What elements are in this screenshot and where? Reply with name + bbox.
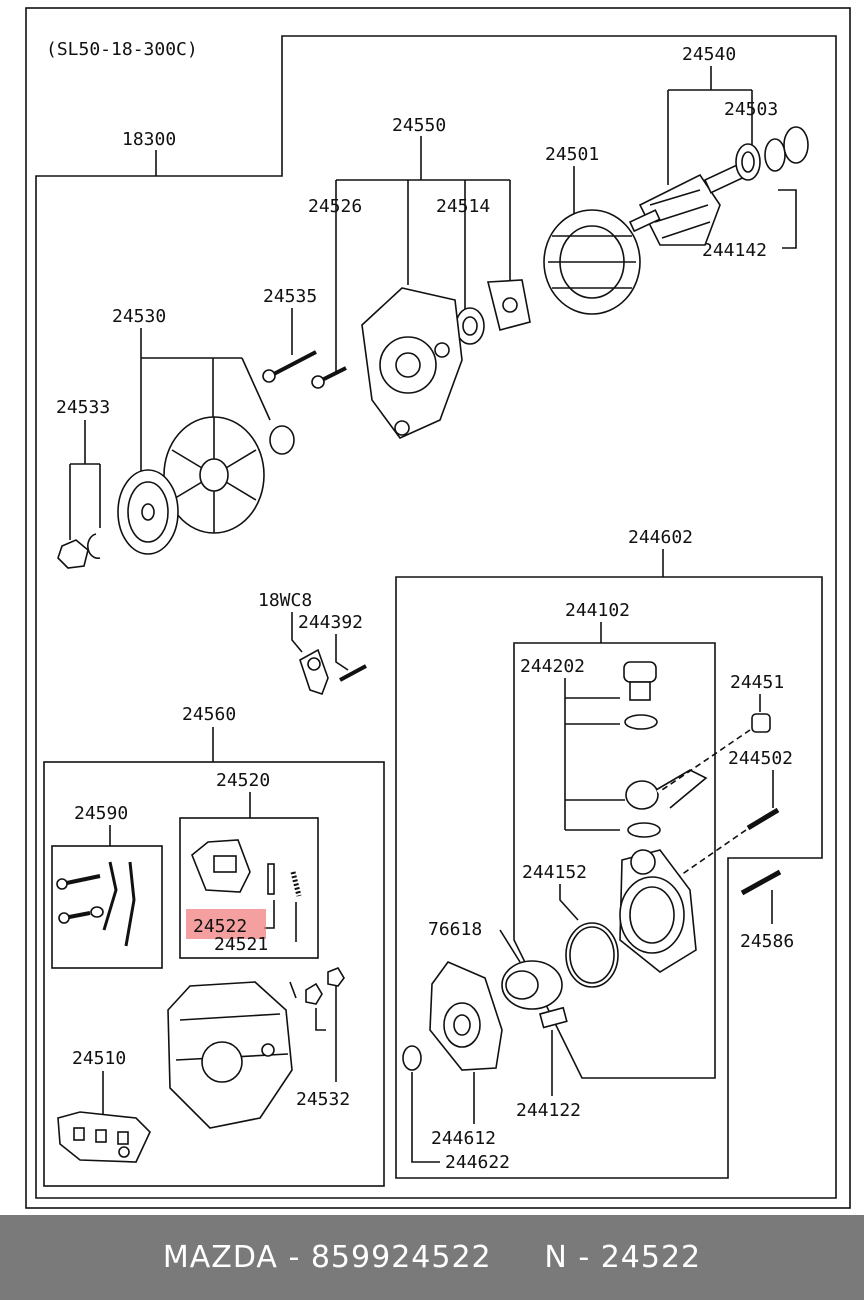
label-24550[interactable]: 24550 bbox=[392, 115, 446, 136]
parts-diagram: (SL50-18-300C) 18300 24550 24526 24514 2… bbox=[25, 7, 851, 1209]
brand-name: MAZDA bbox=[162, 1240, 278, 1275]
coupling-part bbox=[501, 960, 563, 1010]
nut-part bbox=[57, 539, 89, 569]
label-24514[interactable]: 24514 bbox=[436, 196, 490, 217]
pulley-part bbox=[117, 469, 179, 555]
nut-24532b bbox=[327, 967, 345, 987]
seal-part bbox=[764, 138, 786, 172]
ref-number: 24522 bbox=[600, 1240, 702, 1275]
spring-part bbox=[290, 871, 302, 897]
pump-housing-part bbox=[619, 849, 697, 973]
ref-prefix: N bbox=[544, 1240, 568, 1275]
label-244622[interactable]: 244622 bbox=[445, 1152, 510, 1173]
label-24586[interactable]: 24586 bbox=[740, 931, 794, 952]
pump-cover-part bbox=[429, 961, 503, 1071]
bolt-24586 bbox=[740, 869, 782, 896]
nipple-part bbox=[751, 713, 771, 733]
rectifier-part bbox=[57, 1111, 151, 1163]
stator-part bbox=[543, 209, 641, 315]
label-24526[interactable]: 24526 bbox=[308, 196, 362, 217]
box-24560 bbox=[43, 761, 385, 1187]
brush-holder-part bbox=[191, 839, 251, 893]
label-244102[interactable]: 244102 bbox=[565, 600, 630, 621]
washer-lower bbox=[627, 822, 661, 838]
label-24560[interactable]: 24560 bbox=[182, 704, 236, 725]
label-244152[interactable]: 244152 bbox=[522, 862, 587, 883]
label-24510[interactable]: 24510 bbox=[72, 1048, 126, 1069]
label-76618[interactable]: 76618 bbox=[428, 919, 482, 940]
front-housing-part bbox=[361, 287, 463, 439]
label-24520[interactable]: 24520 bbox=[216, 770, 270, 791]
label-24533[interactable]: 24533 bbox=[56, 397, 110, 418]
label-24451[interactable]: 24451 bbox=[730, 672, 784, 693]
label-244392[interactable]: 244392 bbox=[298, 612, 363, 633]
label-24540[interactable]: 24540 bbox=[682, 44, 736, 65]
outer-border bbox=[25, 7, 851, 1209]
assembly-frame bbox=[35, 35, 837, 1199]
label-24532[interactable]: 24532 bbox=[296, 1089, 350, 1110]
leader-24540 bbox=[667, 66, 753, 185]
label-244612[interactable]: 244612 bbox=[431, 1128, 496, 1149]
gasket-part bbox=[402, 1045, 422, 1071]
label-18300[interactable]: 18300 bbox=[122, 129, 176, 150]
washer-upper bbox=[624, 714, 658, 730]
union-bolt-part bbox=[623, 661, 657, 701]
clamp-part bbox=[299, 648, 329, 696]
label-24521[interactable]: 24521 bbox=[214, 934, 268, 955]
fan-part bbox=[163, 416, 265, 534]
label-24590[interactable]: 24590 bbox=[74, 803, 128, 824]
label-244202[interactable]: 244202 bbox=[520, 656, 585, 677]
nut-24532a bbox=[305, 982, 323, 1005]
caption-bar: MAZDA - 859924522 N - 24522 bbox=[0, 1215, 864, 1300]
leader-244202 bbox=[564, 678, 625, 831]
label-24501[interactable]: 24501 bbox=[545, 144, 599, 165]
brush-part bbox=[267, 863, 275, 895]
spacer-part bbox=[269, 425, 295, 455]
leader-24533 bbox=[69, 420, 101, 540]
bolt-244502 bbox=[746, 807, 780, 831]
spacer bbox=[492, 1240, 545, 1275]
bolt-part bbox=[269, 350, 317, 378]
label-244502[interactable]: 244502 bbox=[728, 748, 793, 769]
box-24590 bbox=[51, 845, 163, 969]
leader-244142 bbox=[778, 189, 797, 249]
key-part bbox=[539, 1006, 568, 1029]
box-24520 bbox=[179, 817, 319, 959]
rotor-part bbox=[628, 162, 749, 246]
leader-24550 bbox=[335, 136, 511, 372]
label-244602[interactable]: 244602 bbox=[628, 527, 693, 548]
washer-part bbox=[87, 533, 101, 560]
label-244142[interactable]: 244142 bbox=[702, 240, 767, 261]
diagram-code: (SL50-18-300C) bbox=[46, 39, 198, 60]
leader-24530 bbox=[140, 328, 271, 478]
label-24503[interactable]: 24503 bbox=[724, 99, 778, 120]
box-244602 bbox=[395, 576, 823, 1179]
rear-housing-part bbox=[167, 981, 293, 1129]
box-244102 bbox=[513, 642, 716, 1079]
part-number: 859924522 bbox=[310, 1240, 492, 1275]
label-24535[interactable]: 24535 bbox=[263, 286, 317, 307]
label-18WC8[interactable]: 18WC8 bbox=[258, 590, 312, 611]
screw-244392 bbox=[339, 664, 367, 682]
banjo-fitting-part bbox=[625, 769, 708, 810]
label-24530[interactable]: 24530 bbox=[112, 306, 166, 327]
label-244122[interactable]: 244122 bbox=[516, 1100, 581, 1121]
separator-2: - bbox=[567, 1240, 601, 1275]
label-24522[interactable]: 24522 bbox=[193, 916, 247, 937]
highlight-24522 bbox=[186, 909, 266, 939]
terminal-kit-part bbox=[56, 861, 136, 947]
separator: - bbox=[277, 1240, 311, 1275]
